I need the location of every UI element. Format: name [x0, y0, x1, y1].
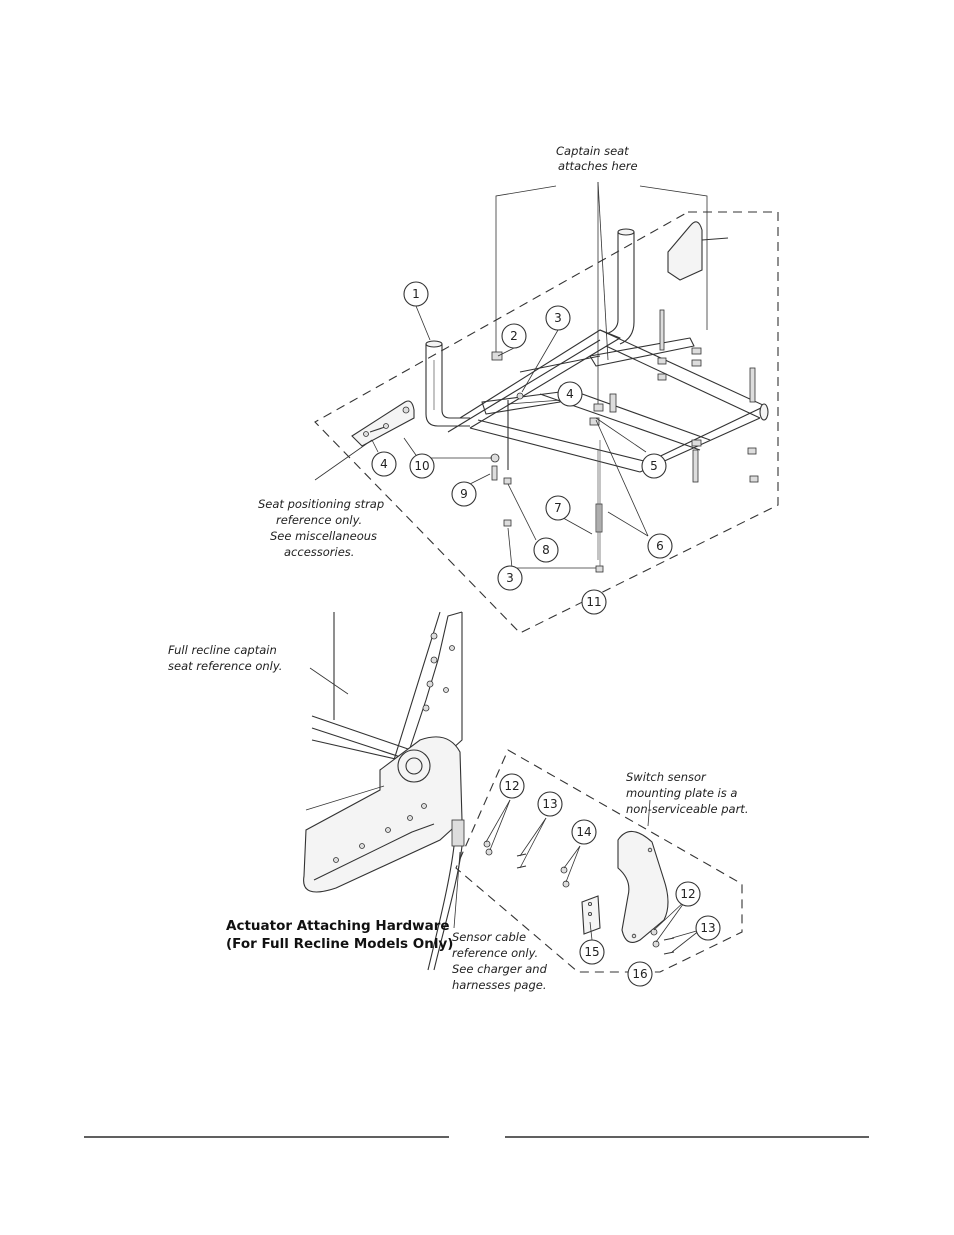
svg-text:Switch sensor: Switch sensor: [626, 770, 707, 784]
note-sensor-cable: Sensor cable reference only. See charger…: [452, 930, 548, 992]
callout-14: 14: [571, 819, 597, 845]
svg-text:10: 10: [414, 459, 429, 473]
svg-text:Sensor cable: Sensor cable: [452, 930, 526, 944]
callout-13-left: 13: [537, 791, 563, 817]
svg-text:13: 13: [542, 797, 557, 811]
note-captain-seat: Captain seat attaches here: [556, 144, 638, 173]
svg-text:14: 14: [576, 825, 591, 839]
switch-sensor-kit: [455, 749, 743, 973]
svg-text:Actuator Attaching Hardware: Actuator Attaching Hardware: [226, 918, 450, 934]
svg-text:mounting plate is a: mounting plate is a: [626, 786, 737, 800]
svg-text:4: 4: [566, 387, 574, 401]
svg-text:accessories.: accessories.: [284, 545, 354, 559]
callout-2: 2: [501, 323, 527, 349]
svg-text:reference only.: reference only.: [276, 513, 362, 527]
svg-text:(For Full Recline Models Only): (For Full Recline Models Only): [226, 936, 453, 952]
svg-text:See miscellaneous: See miscellaneous: [270, 529, 377, 543]
svg-text:12: 12: [504, 779, 519, 793]
svg-text:See charger and: See charger and: [452, 962, 548, 976]
callout-4-center: 4: [557, 381, 583, 407]
svg-text:reference only.: reference only.: [452, 946, 538, 960]
svg-text:non-serviceable part.: non-serviceable part.: [626, 802, 748, 816]
svg-text:15: 15: [584, 945, 599, 959]
callout-9: 9: [451, 481, 477, 507]
svg-text:attaches here: attaches here: [558, 159, 638, 173]
svg-text:1: 1: [412, 287, 420, 301]
actuator-heading: Actuator Attaching Hardware (For Full Re…: [226, 918, 453, 952]
svg-text:3: 3: [506, 571, 514, 585]
callout-4-left: 4: [371, 451, 397, 477]
svg-text:seat reference only.: seat reference only.: [168, 659, 282, 673]
callout-1: 1: [403, 281, 429, 307]
note-recline-seat: Full recline captain seat reference only…: [168, 643, 282, 673]
seat-frame-assembly: [314, 181, 779, 634]
callout-3-bottom: 3: [497, 565, 523, 591]
kit-boundary-16: [455, 749, 743, 973]
svg-text:Full recline captain: Full recline captain: [168, 643, 277, 657]
svg-text:Seat positioning strap: Seat positioning strap: [258, 497, 384, 511]
callout-7: 7: [545, 495, 571, 521]
callout-8: 8: [533, 537, 559, 563]
svg-text:16: 16: [632, 967, 647, 981]
callout-11: 11: [581, 589, 607, 615]
svg-text:Captain seat: Captain seat: [556, 144, 629, 158]
callout-10: 10: [409, 453, 435, 479]
recline-seat-reference: [303, 611, 465, 971]
callout-6: 6: [647, 533, 673, 559]
callout-13-right: 13: [695, 915, 721, 941]
callout-12-left: 12: [499, 773, 525, 799]
svg-text:8: 8: [542, 543, 550, 557]
svg-text:3: 3: [554, 311, 562, 325]
svg-text:harnesses page.: harnesses page.: [452, 978, 547, 992]
svg-text:9: 9: [460, 487, 468, 501]
callout-16: 16: [627, 961, 653, 987]
note-switch-sensor: Switch sensor mounting plate is a non-se…: [626, 770, 748, 816]
svg-text:12: 12: [680, 887, 695, 901]
callout-15: 15: [579, 939, 605, 965]
svg-text:6: 6: [656, 539, 664, 553]
assembly-boundary-11: [314, 211, 779, 634]
svg-text:2: 2: [510, 329, 518, 343]
svg-text:5: 5: [650, 459, 658, 473]
svg-text:7: 7: [554, 501, 562, 515]
callout-3-top: 3: [545, 305, 571, 331]
callout-12-right: 12: [675, 881, 701, 907]
svg-text:11: 11: [586, 595, 601, 609]
svg-text:13: 13: [700, 921, 715, 935]
svg-text:4: 4: [380, 457, 388, 471]
note-strap: Seat positioning strap reference only. S…: [258, 497, 384, 559]
callout-5: 5: [641, 453, 667, 479]
